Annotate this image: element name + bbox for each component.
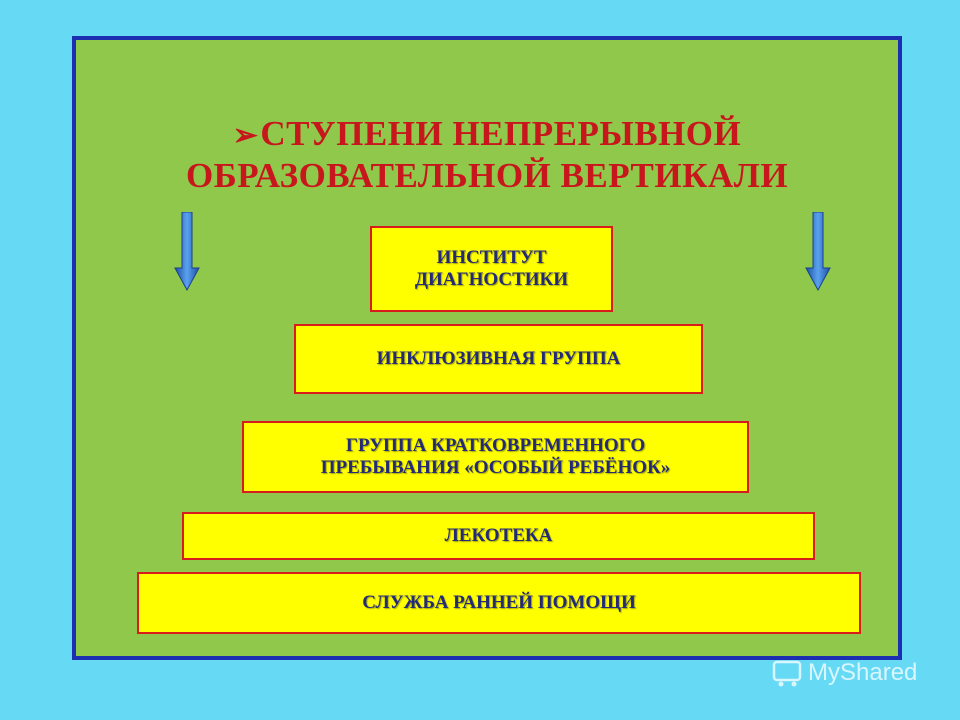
level-box-early-help: СЛУЖБА РАННЕЙ ПОМОЩИ: [137, 572, 861, 634]
watermark: MyShared: [770, 658, 917, 688]
cart-icon: [772, 660, 802, 687]
level-label: ЛЕКОТЕКА: [444, 525, 553, 546]
title-text-1: СТУПЕНИ НЕПРЕРЫВНОЙ: [260, 114, 742, 153]
watermark-text: MyShared: [808, 659, 918, 686]
level-label: ИНКЛЮЗИВНАЯ ГРУППА: [376, 348, 621, 369]
title-text-2: ОБРАЗОВАТЕЛЬНОЙ ВЕРТИКАЛИ: [185, 156, 789, 195]
level-label: ИНСТИТУТ ДИАГНОСТИКИ: [414, 247, 569, 290]
level-label: ГРУППА КРАТКОВРЕМЕННОГО ПРЕБЫВАНИЯ «ОСОБ…: [320, 435, 671, 478]
bullet-arrow-icon: ➢: [232, 119, 259, 152]
level-label: СЛУЖБА РАННЕЙ ПОМОЩИ: [362, 592, 636, 613]
level-box-inclusive-group: ИНКЛЮЗИВНАЯ ГРУППА: [294, 324, 703, 394]
level-box-short-stay-group: ГРУППА КРАТКОВРЕМЕННОГО ПРЕБЫВАНИЯ «ОСОБ…: [242, 421, 749, 493]
arrow-down-icon: [174, 212, 200, 292]
slide-panel: ➢СТУПЕНИ НЕПРЕРЫВНОЙ ОБРАЗОВАТЕЛЬНОЙ ВЕР…: [72, 36, 902, 660]
arrow-down-icon: [805, 212, 831, 292]
level-box-institute: ИНСТИТУТ ДИАГНОСТИКИ: [370, 226, 613, 312]
level-box-lekoteka: ЛЕКОТЕКА: [182, 512, 815, 560]
title-line-1: ➢СТУПЕНИ НЕПРЕРЫВНОЙ: [76, 114, 898, 156]
slide-title: ➢СТУПЕНИ НЕПРЕРЫВНОЙ ОБРАЗОВАТЕЛЬНОЙ ВЕР…: [76, 114, 898, 196]
